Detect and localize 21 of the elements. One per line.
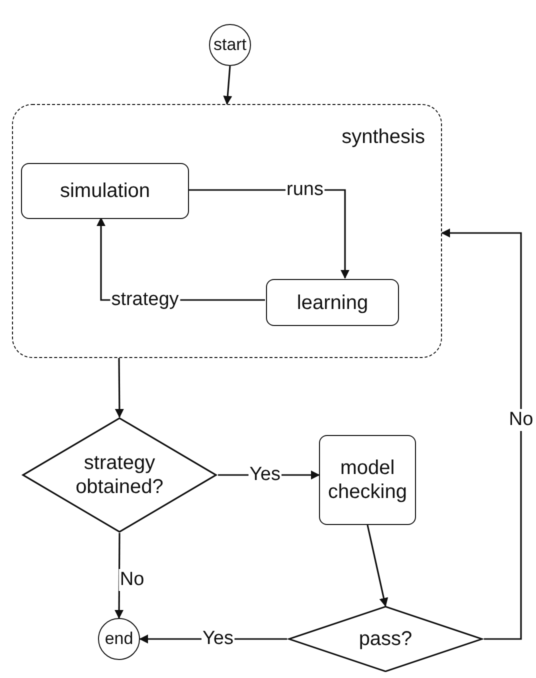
- end-circle: [98, 618, 140, 660]
- process-box: [21, 163, 189, 219]
- node-label: strategy obtained?: [74, 451, 164, 499]
- arrow: [366, 524, 388, 607]
- decision-diamond: [287, 606, 484, 672]
- decision-diamond: [21, 417, 218, 533]
- edge-label: No: [508, 409, 534, 431]
- node-label: simulation: [60, 179, 150, 203]
- edge-label: No: [118, 569, 146, 591]
- arrow: [114, 358, 124, 418]
- arrow: [441, 228, 522, 640]
- node-label: learning: [296, 290, 368, 314]
- node-label: end: [104, 628, 134, 650]
- node-label: model checking: [327, 456, 408, 504]
- node-label: pass?: [358, 627, 412, 651]
- node-label: start: [213, 34, 247, 56]
- process-box: [266, 279, 399, 326]
- arrow: [223, 66, 232, 105]
- process-box: [319, 435, 416, 525]
- group-title: synthesis: [342, 125, 425, 149]
- start-circle: [209, 24, 251, 66]
